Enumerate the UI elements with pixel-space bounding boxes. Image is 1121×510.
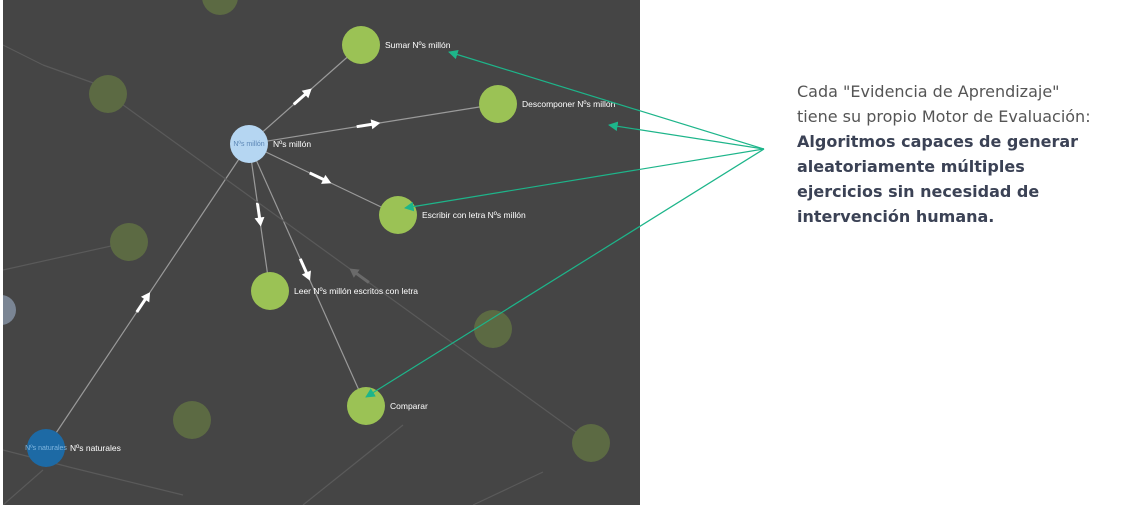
node-inner-label: Nºs naturales bbox=[25, 445, 67, 452]
graph-node-sumar-n-s-mill-n[interactable] bbox=[342, 26, 380, 64]
node-label: Descomponer Nºs millón bbox=[522, 99, 616, 109]
node-inner-label: Nºs millón bbox=[233, 141, 264, 148]
background-graph-node bbox=[202, 0, 238, 15]
edge-direction-arrow bbox=[292, 88, 312, 106]
evaluation-engine-caption: Cada "Evidencia de Aprendizaje" tiene su… bbox=[797, 79, 1097, 229]
background-connector-line bbox=[3, 469, 44, 505]
edge-direction-arrow bbox=[349, 268, 370, 284]
edge-direction-arrow bbox=[356, 119, 381, 130]
node-label: Sumar Nºs millón bbox=[385, 40, 451, 50]
background-connector-line bbox=[3, 44, 44, 66]
background-graph-node bbox=[89, 75, 127, 113]
graph-node-comparar[interactable] bbox=[347, 387, 385, 425]
background-graph-node bbox=[572, 424, 610, 462]
graph-node-descomponer-n-s-mill-n[interactable] bbox=[479, 85, 517, 123]
background-graph-node bbox=[110, 223, 148, 261]
node-label: Comparar bbox=[390, 401, 428, 411]
edge-direction-arrow bbox=[298, 258, 311, 281]
node-label: Nºs millón bbox=[273, 139, 311, 149]
caption-intro-text: Cada "Evidencia de Aprendizaje" tiene su… bbox=[797, 82, 1091, 126]
knowledge-graph[interactable]: Nºs millón Nºs millón Sumar Nºs millónDesc… bbox=[3, 0, 640, 505]
edge-direction-arrow bbox=[309, 171, 332, 184]
edge-direction-arrow bbox=[135, 292, 151, 313]
graph-node-n-s-naturales[interactable] bbox=[27, 429, 65, 467]
graph-node-escribir-con-letra-n-s-mill-n[interactable] bbox=[379, 196, 417, 234]
background-connector-line bbox=[72, 467, 184, 496]
background-graph-node bbox=[474, 310, 512, 348]
background-connector-line bbox=[472, 471, 544, 505]
node-label: Nºs naturales bbox=[70, 443, 121, 453]
background-graph-node bbox=[173, 401, 211, 439]
background-graph-node bbox=[3, 295, 16, 325]
caption-highlight-text: Algoritmos capaces de generar aleatoriam… bbox=[797, 132, 1079, 226]
node-label: Escribir con letra Nºs millón bbox=[422, 210, 526, 220]
graph-node-n-s-mill-n[interactable] bbox=[230, 125, 268, 163]
graph-node-leer-n-s-mill-n-escritos-con-letra[interactable] bbox=[251, 272, 289, 310]
background-connector-line bbox=[302, 424, 404, 505]
edge-direction-arrow bbox=[254, 202, 265, 227]
background-connector-line bbox=[3, 241, 130, 271]
node-label: Leer Nºs millón escritos con letra bbox=[294, 286, 418, 296]
